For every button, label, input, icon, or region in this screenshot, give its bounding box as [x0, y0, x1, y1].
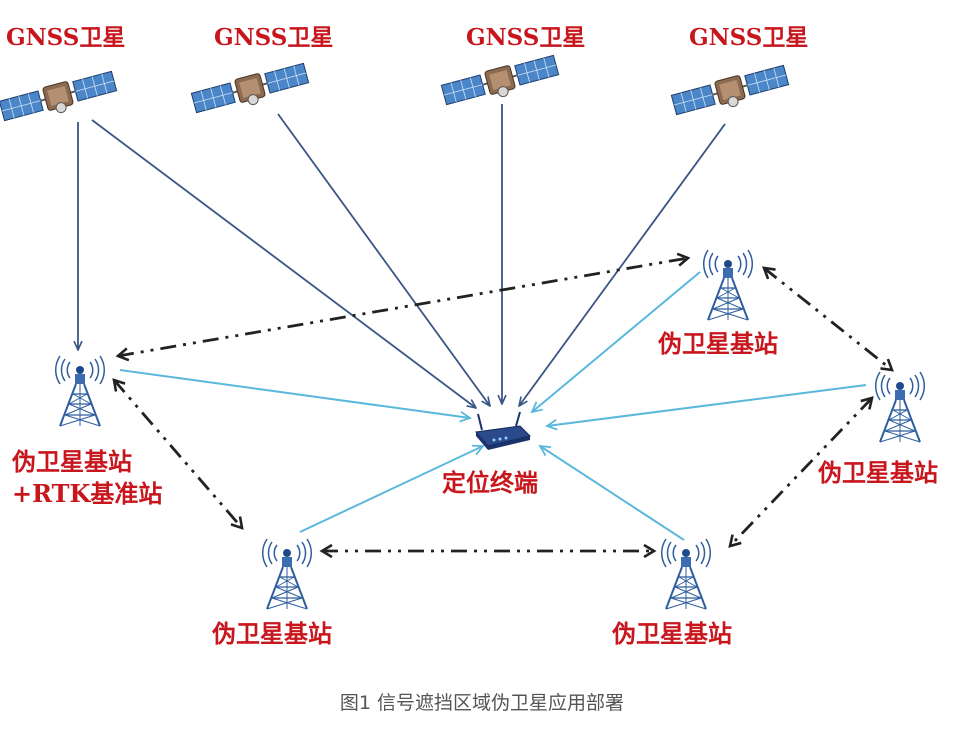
satellite-icon-3 [439, 52, 562, 113]
gnss-signal-sat2-to-terminal [277, 113, 490, 406]
sync-link-main-bottomleft [114, 380, 242, 528]
satellite-label-2: GNSS卫星 [214, 24, 334, 51]
satellite-label-4: GNSS卫星 [689, 24, 809, 51]
tower-icon-bottom-right-station [660, 538, 712, 610]
right-station-label: 伪卫星基站 [818, 458, 938, 487]
pseudolite-signal-bottomright-to-terminal [540, 446, 685, 541]
terminal-label: 定位终端 [442, 468, 538, 497]
pseudolite-signal-right-to-terminal [547, 384, 867, 426]
tower-icon-main-station [54, 355, 106, 427]
sync-links [114, 258, 892, 551]
gnss-signal-lines [78, 104, 726, 408]
pseudolite-signal-main-to-terminal [119, 369, 470, 418]
sync-link-topright-right [764, 268, 892, 370]
tower-icon-bottom-left-station [261, 538, 313, 610]
satellite-label-3: GNSS卫星 [466, 24, 586, 51]
satellite-label-1: GNSS卫星 [6, 24, 126, 51]
bottom-right-station-label: 伪卫星基站 [612, 619, 732, 648]
satellite-icon-4 [669, 62, 792, 123]
tower-icon-top-right-station [702, 249, 754, 321]
sync-link-right-bottomright [730, 398, 872, 546]
top-right-station-label: 伪卫星基站 [658, 329, 778, 358]
terminal-device-icon [475, 411, 531, 450]
sync-link-main-topright [118, 258, 688, 356]
main-station-label: 伪卫星基站 +RTK基准站 [12, 446, 162, 510]
pseudolite-signal-bottomleft-to-terminal [299, 446, 483, 533]
gnss-signal-sat1-to-terminal [91, 119, 476, 408]
figure-caption: 图1 信号遮挡区域伪卫星应用部署 [339, 692, 625, 714]
main-station-label-line2: +RTK基准站 [12, 479, 163, 508]
tower-icon-right-station [874, 371, 926, 443]
main-station-label-line1: 伪卫星基站 [12, 447, 132, 476]
gnss-signal-sat4-to-terminal [519, 123, 726, 406]
pseudolite-signal-lines [119, 271, 867, 541]
satellite-icon-1 [0, 68, 120, 129]
satellite-icon-2 [189, 60, 312, 121]
bottom-left-station-label: 伪卫星基站 [212, 619, 332, 648]
